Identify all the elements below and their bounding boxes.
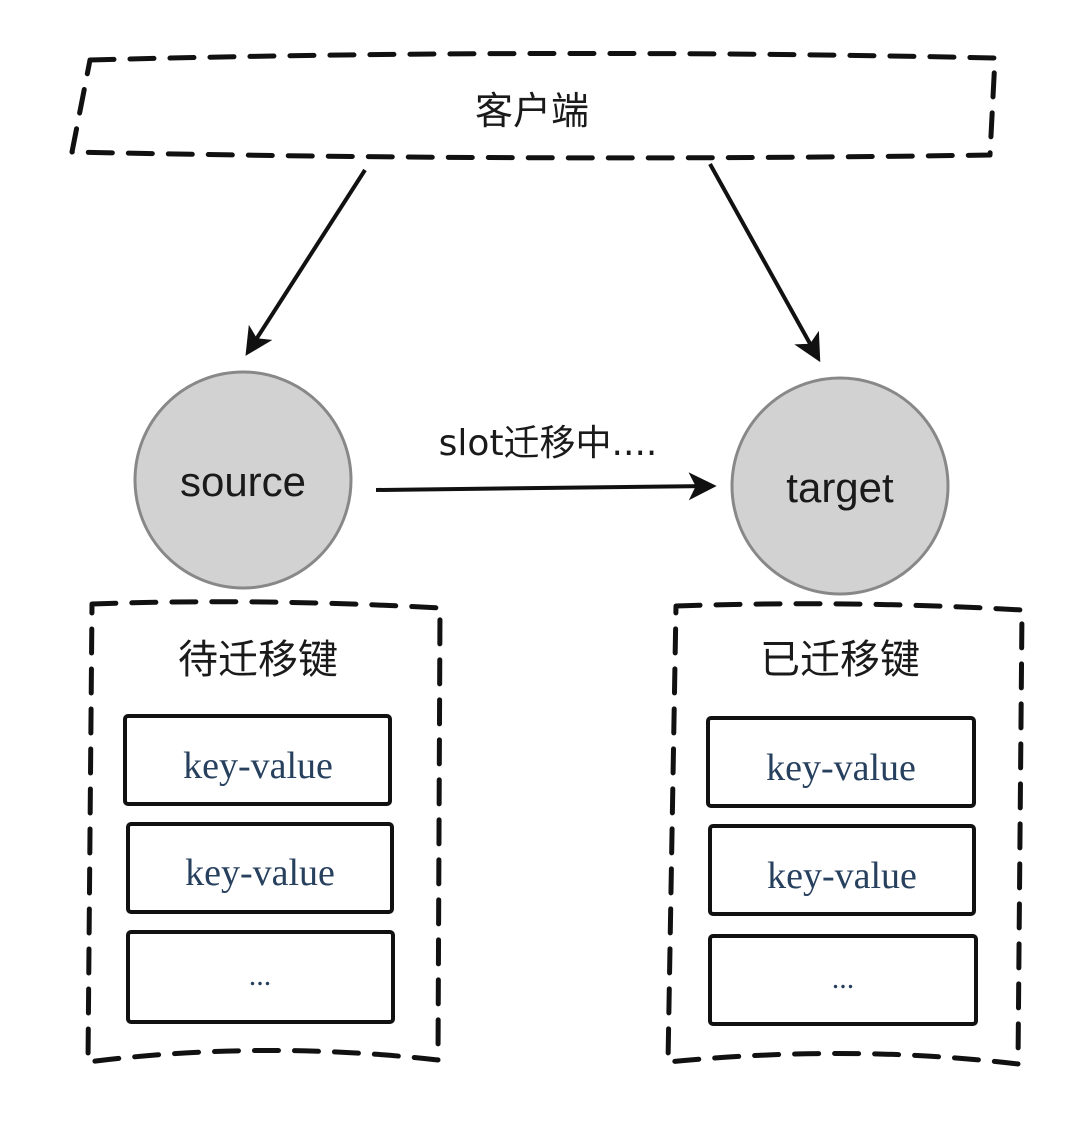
migrated-entry xyxy=(708,824,976,916)
migrated-keys-border xyxy=(665,601,1025,1067)
migrated-entry xyxy=(708,934,978,1026)
migrated-entry-label: ... xyxy=(832,962,855,995)
pending-entry-label: ... xyxy=(249,959,272,992)
pending-keys-group: 待迁移键 key-value key-value ... xyxy=(85,599,443,1065)
target-node-circle xyxy=(730,376,950,596)
migrated-entry-label: key-value xyxy=(767,855,917,897)
pending-entry-label: key-value xyxy=(185,852,335,894)
migrated-entry-label: key-value xyxy=(766,747,916,789)
pending-entry-label: key-value xyxy=(183,745,333,787)
pending-keys-title: 待迁移键 xyxy=(178,637,338,683)
pending-entry xyxy=(126,822,394,914)
migration-label: slot迁移中.... xyxy=(439,423,658,464)
pending-entry xyxy=(123,714,392,806)
migrated-entry xyxy=(706,716,976,808)
client-to-target-arrow xyxy=(708,163,821,363)
source-node-label: source xyxy=(180,458,306,505)
pending-entry xyxy=(126,930,395,1024)
client-to-source-arrow xyxy=(245,168,367,356)
migrated-keys-title: 已迁移键 xyxy=(760,637,920,683)
source-to-target-arrow xyxy=(375,472,717,501)
target-node: target xyxy=(730,376,950,596)
pending-keys-border xyxy=(85,599,443,1065)
target-node-label: target xyxy=(786,464,894,511)
source-node-circle xyxy=(133,370,353,590)
client-box-border xyxy=(69,50,998,161)
client-label: 客户端 xyxy=(475,89,589,133)
migrated-keys-group: 已迁移键 key-value key-value ... xyxy=(665,601,1025,1067)
client-box: 客户端 xyxy=(69,50,998,161)
source-node: source xyxy=(133,370,353,590)
